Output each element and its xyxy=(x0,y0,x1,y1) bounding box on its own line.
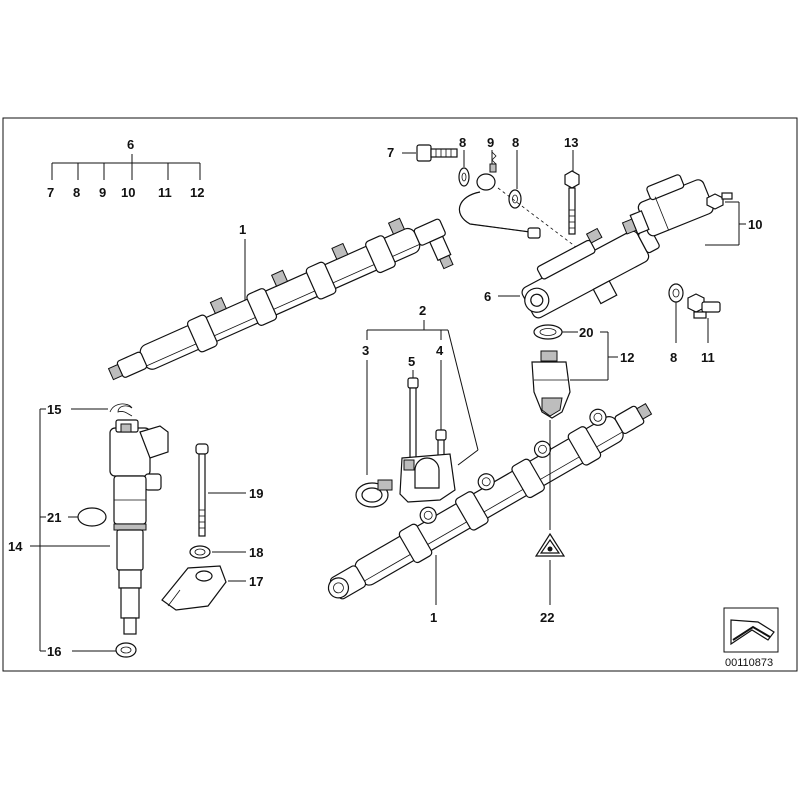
label-19-stud[interactable]: 19 xyxy=(249,486,263,501)
label-6-legend[interactable]: 6 xyxy=(127,137,134,152)
label-17-clamp[interactable]: 17 xyxy=(249,574,263,589)
drawing-badge xyxy=(723,607,779,653)
hollow-bolt-7[interactable] xyxy=(416,144,458,162)
pressure-control-body-6[interactable] xyxy=(510,206,671,335)
legend-tree: 6 7 8 9 10 11 12 xyxy=(47,137,204,200)
screw-10[interactable] xyxy=(706,192,733,210)
warning-label-22[interactable] xyxy=(534,532,566,557)
pressure-regulator-10[interactable] xyxy=(614,167,715,245)
label-12-sensor[interactable]: 12 xyxy=(620,350,634,365)
label-8-legend[interactable]: 8 xyxy=(73,185,80,200)
banjo-fitting-9[interactable] xyxy=(476,151,497,191)
label-10-regulator[interactable]: 10 xyxy=(748,217,762,232)
label-3-clip[interactable]: 3 xyxy=(362,343,369,358)
seal-ring-20[interactable] xyxy=(533,324,563,340)
label-7-legend[interactable]: 7 xyxy=(47,185,54,200)
fuel-rail-lower[interactable] xyxy=(317,386,658,608)
label-22-warning[interactable]: 22 xyxy=(540,610,554,625)
label-5-bolt[interactable]: 5 xyxy=(408,354,415,369)
o-ring-21[interactable] xyxy=(77,507,107,527)
label-2-bracket[interactable]: 2 xyxy=(419,303,426,318)
rail-bracket[interactable] xyxy=(399,453,456,503)
fuel-injector-14[interactable] xyxy=(109,419,169,635)
label-11-fitting[interactable]: 11 xyxy=(701,350,715,365)
label-1-upper[interactable]: 1 xyxy=(239,222,246,237)
label-14-injector[interactable]: 14 xyxy=(8,539,23,554)
seal-ring-8-a[interactable] xyxy=(458,167,470,187)
fitting-11[interactable] xyxy=(687,293,721,319)
short-screw-4[interactable] xyxy=(435,429,447,461)
label-12-legend[interactable]: 12 xyxy=(190,185,204,200)
label-7-bolt[interactable]: 7 xyxy=(387,145,394,160)
label-6-body[interactable]: 6 xyxy=(484,289,491,304)
label-1-lower[interactable]: 1 xyxy=(430,610,437,625)
retaining-clip-15[interactable] xyxy=(109,403,133,417)
label-10-legend[interactable]: 10 xyxy=(121,185,135,200)
label-9-banjo[interactable]: 9 xyxy=(487,135,494,150)
washer-18[interactable] xyxy=(189,545,211,559)
washer-16[interactable] xyxy=(115,642,137,658)
label-13-bolt[interactable]: 13 xyxy=(564,135,578,150)
label-9-legend[interactable]: 9 xyxy=(99,185,106,200)
diagram-frame xyxy=(2,117,798,672)
rail-pressure-sensor-12[interactable] xyxy=(531,350,571,419)
label-4-screw[interactable]: 4 xyxy=(436,343,444,358)
hose-clamp-3[interactable] xyxy=(355,479,393,508)
label-8-seal-a[interactable]: 8 xyxy=(459,135,466,150)
seal-ring-8-b[interactable] xyxy=(508,189,522,209)
label-8-seal-b[interactable]: 8 xyxy=(512,135,519,150)
drawing-number: 00110873 xyxy=(725,657,773,669)
label-20-seal[interactable]: 20 xyxy=(579,325,593,340)
bolt-13[interactable] xyxy=(564,170,580,235)
label-11-legend[interactable]: 11 xyxy=(158,185,172,200)
fuel-rail-upper[interactable] xyxy=(101,204,459,410)
label-15-clip[interactable]: 15 xyxy=(47,402,61,417)
label-16-washer[interactable]: 16 xyxy=(47,644,61,659)
injector-clamp-17[interactable] xyxy=(161,565,227,611)
long-bolt-5[interactable] xyxy=(407,377,419,465)
label-8-seal-c[interactable]: 8 xyxy=(670,350,677,365)
label-18-washer[interactable]: 18 xyxy=(249,545,263,560)
arrow-icon xyxy=(730,619,775,646)
stud-bolt-19[interactable] xyxy=(195,443,209,537)
label-21-oring[interactable]: 21 xyxy=(47,510,61,525)
seal-ring-8-c[interactable] xyxy=(668,283,684,303)
